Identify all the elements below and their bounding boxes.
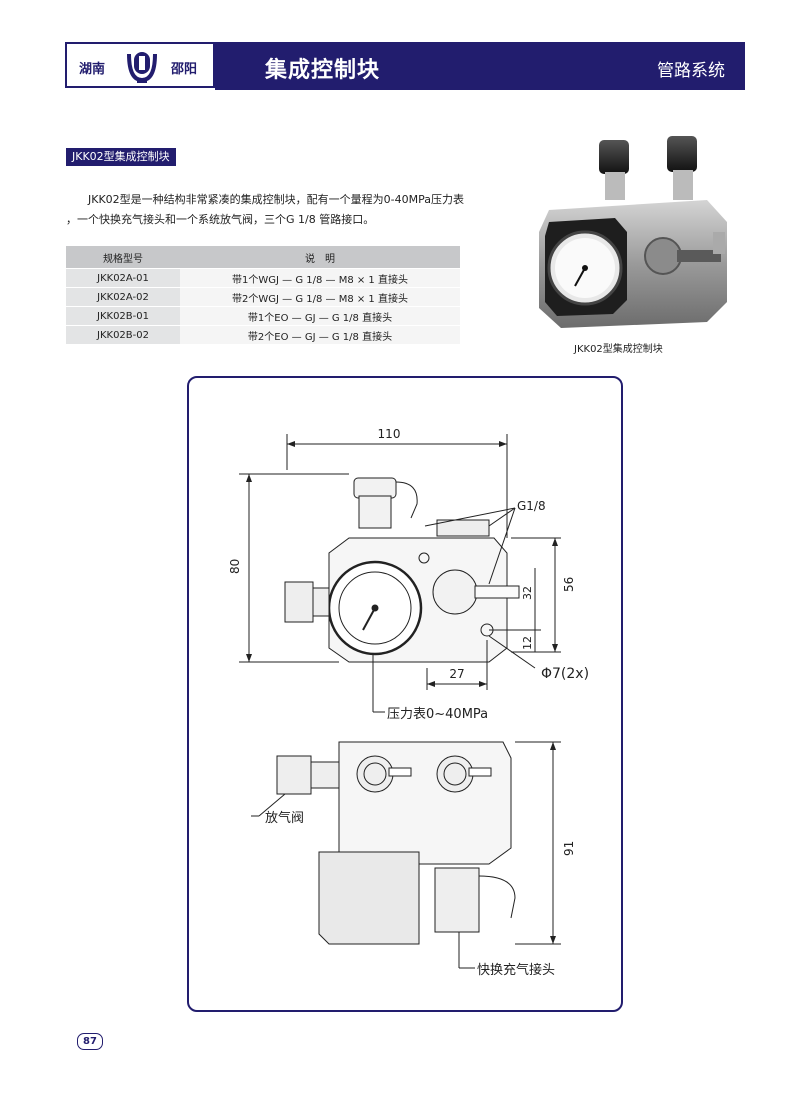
dim-91-label: 91 [562,841,576,856]
description-line-2: ，一个快换充气接头和一个系统放气阀，三个G 1/8 管路接口。 [66,213,375,226]
coupler-label: 快换充气接头 [477,962,555,978]
product-photo [539,136,727,328]
page-header: 湖南 邵阳 集成控制块 管路系统 [65,42,745,90]
table-row: JKK02B-01 带1个EO — GJ — G 1/8 直接头 [66,306,460,326]
column-header-model: 规格型号 [66,246,180,269]
column-header-description: 说 明 [180,246,460,269]
dim-56-label: 56 [562,577,576,592]
dim-12-label: 12 [521,636,534,650]
page-number: 87 [77,1033,103,1050]
photo-caption: JKK02型集成控制块 [574,344,663,355]
title-bar: 集成控制块 管路系统 [215,42,745,90]
logo-text-right: 邵阳 [171,62,198,77]
gauge-label: 压力表0~40MPa [387,707,488,722]
logo-text-left: 湖南 [79,62,106,77]
category-label: 管路系统 [657,61,725,81]
cell-description: 带1个EO — GJ — G 1/8 直接头 [180,306,460,326]
dim-width-label: 110 [378,427,401,441]
dim-27-label: 27 [449,667,464,681]
cell-model: JKK02A-01 [66,268,180,288]
company-emblem-icon [127,52,157,83]
drawing-canvas: 110 80 56 32 12 27 G1/8 Φ7(2x) 压力表0~40MP… [228,427,589,978]
section-tag: JKK02型集成控制块 [66,148,176,166]
hole-label: Φ7(2x) [541,666,589,682]
cell-model: JKK02B-01 [66,306,180,326]
vent-valve-label: 放气阀 [265,810,304,826]
product-description: JKK02型是一种结构非常紧凑的集成控制块，配有一个量程为0-40MPa压力表 … [66,190,486,230]
cell-model: JKK02B-02 [66,325,180,344]
cell-description: 带1个WGJ — G 1/8 — M8 × 1 直接头 [180,268,460,288]
table-header-row: 规格型号 说 明 [66,246,460,269]
cell-model: JKK02A-02 [66,287,180,307]
table-row: JKK02B-02 带2个EO — GJ — G 1/8 直接头 [66,325,460,344]
port-label: G1/8 [517,499,546,513]
table-row: JKK02A-01 带1个WGJ — G 1/8 — M8 × 1 直接头 [66,268,460,288]
technical-drawing: 110 80 56 32 12 27 G1/8 Φ7(2x) 压力表0~40MP… [187,376,623,1012]
company-logo: 湖南 邵阳 [65,42,215,88]
spec-table: 规格型号 说 明 JKK02A-01 带1个WGJ — G 1/8 — M8 ×… [66,246,460,344]
page-title: 集成控制块 [265,58,381,83]
dim-height-label: 80 [228,559,242,574]
cell-description: 带2个EO — GJ — G 1/8 直接头 [180,325,460,344]
cell-description: 带2个WGJ — G 1/8 — M8 × 1 直接头 [180,287,460,307]
description-line-1: JKK02型是一种结构非常紧凑的集成控制块，配有一个量程为0-40MPa压力表 [88,193,465,206]
table-row: JKK02A-02 带2个WGJ — G 1/8 — M8 × 1 直接头 [66,287,460,307]
dim-32-label: 32 [521,586,534,600]
